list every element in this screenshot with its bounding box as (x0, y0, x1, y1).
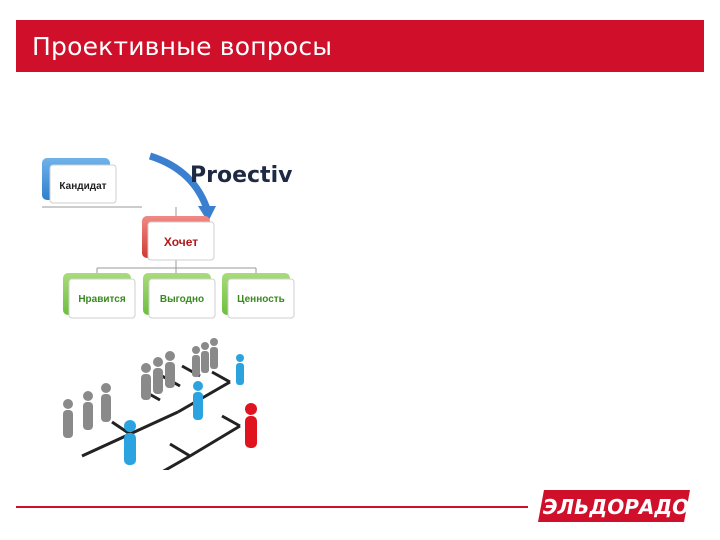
blue-people (124, 354, 244, 465)
leaf-box-3: Ценность (222, 273, 295, 319)
logo-text: ЭЛЬДОРАДО (543, 495, 689, 519)
red-person (245, 403, 257, 448)
footer-line (16, 506, 528, 508)
people-bracket-illustration (63, 338, 257, 470)
middle-box: Хочет (142, 216, 215, 261)
leaf-box-2: Выгодно (143, 273, 216, 319)
slide-title: Проективные вопросы (32, 32, 333, 61)
leaf-box-label-1: Нравится (78, 294, 126, 305)
leaf-box-1: Нравится (63, 273, 136, 319)
eldorado-logo: ЭЛЬДОРАДО (538, 490, 690, 522)
hierarchy-diagram: Кандидат Proectiv Хочет Нравится Выгодно… (42, 152, 295, 470)
root-box: Кандидат (42, 158, 117, 204)
root-box-label: Кандидат (59, 181, 106, 192)
middle-box-label: Хочет (164, 235, 198, 249)
title-bar: Проективные вопросы (16, 20, 704, 72)
leaf-box-label-3: Ценность (237, 294, 285, 305)
leaf-box-label-2: Выгодно (160, 294, 204, 305)
diagram-heading: Proectiv (190, 163, 293, 188)
arrow-head-icon (198, 206, 216, 222)
curved-arrow-icon (148, 152, 212, 214)
gray-people (63, 338, 218, 438)
